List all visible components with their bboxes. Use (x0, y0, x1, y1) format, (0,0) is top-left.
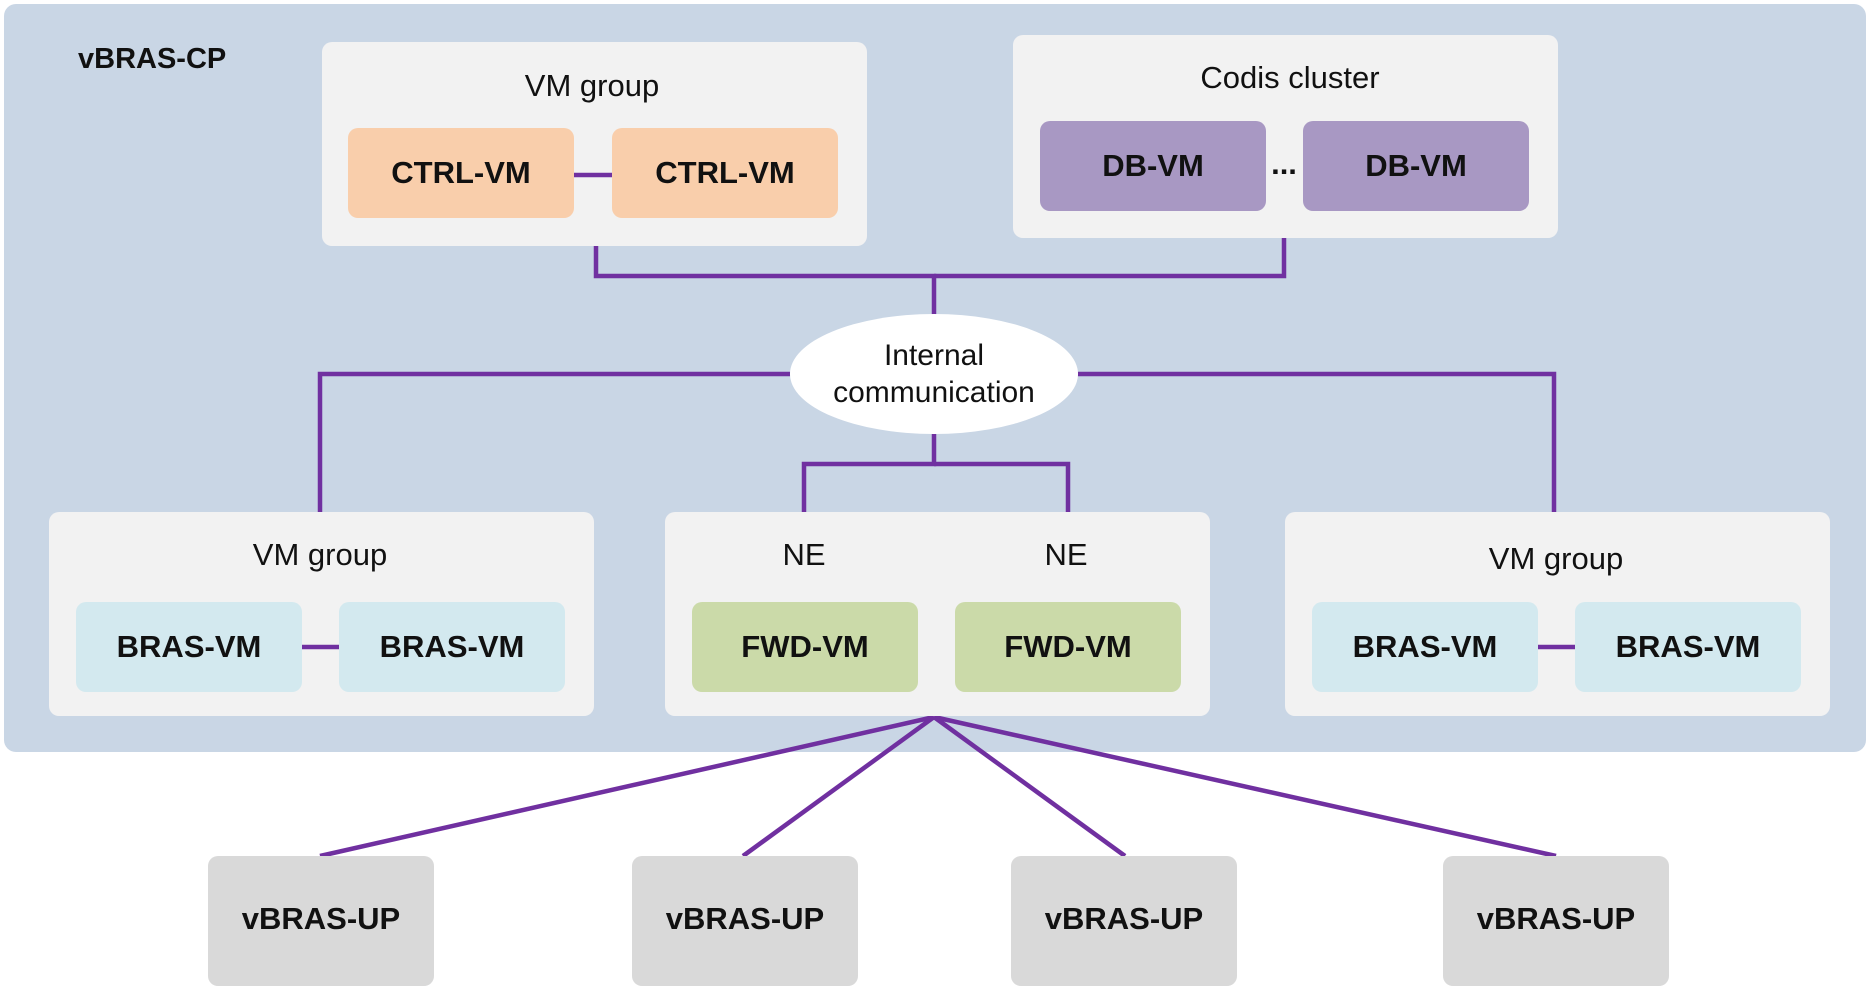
ctrl-group-label: VM group (525, 68, 659, 103)
bras-vm-label: BRAS-VM (1616, 629, 1761, 664)
vbras-up-label: vBRAS-UP (242, 901, 400, 936)
bras-vm-box (339, 602, 565, 692)
vbras-up-box (1011, 856, 1237, 986)
ctrl-to-hub-link (593, 246, 937, 316)
bras-vm-group-left: VM group BRAS-VM BRAS-VM (49, 512, 594, 716)
db-vm-label: DB-VM (1102, 148, 1204, 183)
ctrl-vm-label: CTRL-VM (391, 155, 530, 190)
bras-group-label: VM group (253, 537, 387, 572)
codis-to-hub-link (934, 238, 1287, 279)
vbras-up-label: vBRAS-UP (1045, 901, 1203, 936)
ctrl-vm-box (612, 128, 838, 218)
vbras-up-box (632, 856, 858, 986)
hub-to-left-group-link (317, 371, 790, 512)
bras-group-label: VM group (1489, 541, 1623, 576)
ne-label: NE (1044, 537, 1087, 572)
fwd-vm-label: FWD-VM (1004, 629, 1131, 664)
bras-vm-label: BRAS-VM (380, 629, 525, 664)
ellipsis: ... (1271, 146, 1297, 181)
ne-label: NE (782, 537, 825, 572)
hub-label-line2: communication (833, 376, 1035, 409)
vbras-up-label: vBRAS-UP (666, 901, 824, 936)
bras-vm-group-right: VM group BRAS-VM BRAS-VM (1285, 512, 1830, 716)
bras-vm-label: BRAS-VM (117, 629, 262, 664)
bras-vm-box (76, 602, 302, 692)
db-vm-box (1303, 121, 1529, 211)
ne-to-up-link (319, 714, 935, 859)
vbras-up-label: vBRAS-UP (1477, 901, 1635, 936)
vbras-cp-label: vBRAS-CP (78, 43, 226, 75)
internal-communication-hub: Internal communication (790, 314, 1078, 434)
hub-label-line1: Internal (884, 339, 984, 372)
vbras-up-nodes: vBRAS-UP vBRAS-UP vBRAS-UP vBRAS-UP (208, 856, 1669, 986)
bras-vm-label: BRAS-VM (1353, 629, 1498, 664)
vbras-up-box (1443, 856, 1669, 986)
vbras-up-box (208, 856, 434, 986)
ne-to-up-link (741, 715, 936, 858)
ctrl-vm-group: VM group CTRL-VM CTRL-VM (322, 42, 867, 246)
bras-vm-box (1575, 602, 1801, 692)
db-vm-box (1040, 121, 1266, 211)
ne-to-up-link (932, 715, 1127, 858)
bras-vm-box (1312, 602, 1538, 692)
fwd-vm-box (692, 602, 918, 692)
fwd-vm-box (955, 602, 1181, 692)
ne-to-up-link (933, 714, 1557, 859)
hub-to-right-group-link (1078, 371, 1557, 512)
hub-to-ne-link (934, 461, 1071, 512)
db-vm-label: DB-VM (1365, 148, 1467, 183)
fwd-vm-label: FWD-VM (741, 629, 868, 664)
ne-group: NE NE FWD-VM FWD-VM (665, 512, 1210, 716)
codis-cluster-label: Codis cluster (1200, 60, 1379, 95)
hub-to-ne-link (801, 434, 937, 512)
ctrl-vm-box (348, 128, 574, 218)
connection-lines (317, 238, 1557, 859)
ctrl-vm-label: CTRL-VM (655, 155, 794, 190)
codis-cluster-group: Codis cluster DB-VM ... DB-VM (1013, 35, 1558, 238)
